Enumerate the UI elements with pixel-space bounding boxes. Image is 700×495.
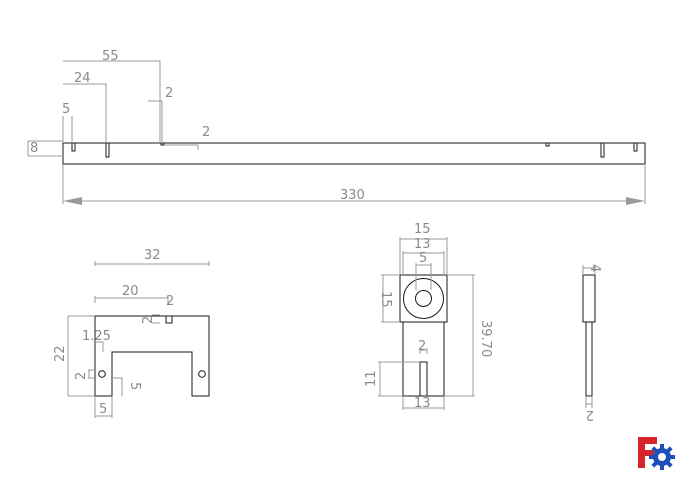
dim-slot-width-label: 2 — [202, 125, 210, 140]
dim-5-label: 5 — [62, 102, 70, 117]
front-view: 32 20 2 2 1.25 22 2 5 5 — [53, 248, 210, 418]
hole-right — [198, 370, 206, 378]
dim-side-15v-label: 15 — [378, 291, 393, 308]
dim-notch-label: 2 — [166, 294, 174, 309]
dim-line-32 — [94, 261, 210, 266]
dim-line-end-top — [582, 265, 596, 275]
logo-gear — [649, 444, 675, 470]
end-strip-top — [582, 274, 596, 323]
dim-39-70-label: 39.70 — [478, 320, 493, 357]
dim-330-label: 330 — [340, 188, 365, 203]
dim-line-leg-depth — [112, 377, 123, 396]
dim-slot-depth-label: 2 — [165, 86, 173, 101]
dim-line-330 — [62, 164, 646, 204]
logo-f-shape — [638, 437, 657, 468]
bar-slots — [71, 143, 638, 158]
side-block — [399, 274, 448, 323]
dim-side-15-label: 15 — [414, 222, 431, 237]
dim-line-side-slot — [419, 348, 428, 354]
dim-end-bottom-label: 2 — [586, 407, 594, 422]
dim-32-label: 32 — [144, 248, 161, 263]
dim-55-label: 55 — [102, 49, 119, 64]
dim-line-slot-depth — [148, 100, 163, 143]
dim-line-24 — [63, 83, 107, 143]
side-stem-slot — [419, 361, 428, 396]
bar-outline — [62, 142, 646, 165]
dim-line-side-15 — [399, 237, 448, 275]
dim-line-22 — [67, 315, 95, 397]
dim-line-notch-depth — [152, 314, 160, 324]
dim-line-8 — [27, 140, 63, 157]
dim-20-label: 20 — [122, 284, 139, 299]
dim-line-slot-width — [164, 144, 199, 150]
dim-8-label: 8 — [30, 141, 38, 156]
dim-leg-depth-label: 5 — [127, 382, 142, 390]
dim-line-side-11 — [378, 361, 420, 397]
u-notch — [165, 316, 173, 324]
dim-side-13-label: 13 — [414, 237, 431, 252]
arrow-right-330 — [626, 197, 645, 205]
dim-line-39-70 — [444, 274, 475, 397]
dim-line-1-25 — [95, 341, 104, 352]
dim-side-13b-label: 13 — [414, 396, 431, 411]
dim-line-55 — [63, 60, 161, 143]
dim-24-label: 24 — [74, 71, 91, 86]
dim-leg-width-label: 5 — [99, 402, 107, 417]
end-strip-bottom — [585, 321, 593, 397]
dim-side-slot-label: 2 — [418, 339, 426, 354]
hole-left — [98, 370, 106, 378]
dim-22-label: 22 — [53, 345, 68, 362]
dim-side-11-label: 11 — [364, 370, 379, 387]
freecad-logo-icon — [638, 437, 675, 470]
dim-line-hole — [88, 369, 95, 379]
dim-line-side-13b — [402, 396, 445, 410]
dim-line-end-bottom — [585, 396, 593, 408]
dim-end-top-label: 4 — [587, 264, 602, 272]
dim-line-leg-width — [94, 396, 113, 418]
dim-line-side-15v — [381, 274, 400, 323]
dim-side-5-label: 5 — [419, 251, 427, 266]
dim-1-25-label: 1.25 — [82, 329, 111, 344]
side-stem — [402, 321, 445, 397]
dim-line-side-13 — [402, 251, 445, 275]
side-view: 15 13 5 15 39.70 2 11 13 — [364, 222, 493, 411]
arrow-left-330 — [63, 197, 82, 205]
dim-line-20 — [94, 296, 169, 303]
end-view: 4 2 — [582, 264, 602, 422]
dim-notch-depth-label: 2 — [141, 316, 156, 324]
dim-line-5 — [62, 116, 73, 143]
side-bore-outer — [403, 278, 444, 319]
side-bore-inner — [415, 290, 432, 307]
u-shape-outline — [94, 315, 210, 397]
top-view: 55 24 5 2 2 8 330 — [27, 49, 646, 205]
dim-hole-label: 2 — [74, 372, 89, 380]
dim-line-side-5 — [415, 263, 432, 290]
